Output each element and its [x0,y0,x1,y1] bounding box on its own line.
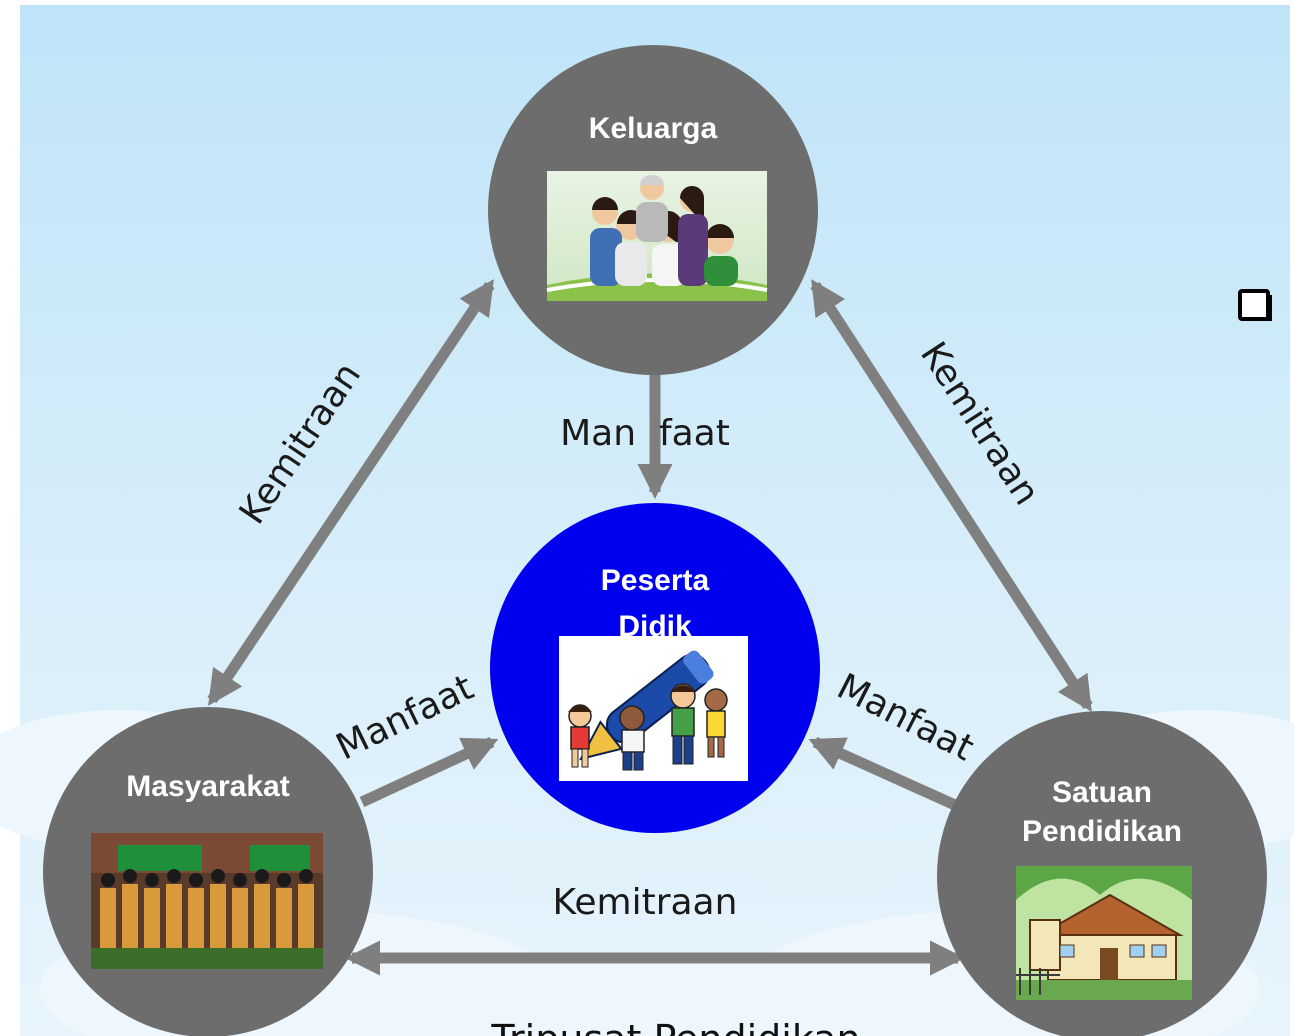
node-masyarakat-label: Masyarakat [126,770,289,803]
diagram-caption: Tripusat Pendidikan [490,1017,860,1036]
node-satuan-pendidikan-label-line2: Pendidikan [1022,815,1182,848]
node-satuan-pendidikan-label-line1: Satuan [1052,776,1152,809]
child-figure-1 [568,704,592,768]
family-photo [546,171,768,301]
arrows [207,279,1093,976]
child-figure-2 [619,705,645,771]
arrow-keluarga-masyarakat [207,279,495,706]
arrow-masyarakat-peserta [359,737,499,807]
child-figure-4 [704,688,728,758]
edge-label-top-manfaat: Man faat [560,413,730,454]
arrow-satuan-peserta [808,736,958,811]
node-satuan-pendidikan: Satuan Pendidikan [937,711,1267,1036]
node-masyarakat: Masyarakat [43,707,373,1036]
arrow-keluarga-satuan [810,279,1093,712]
node-peserta-didik: Peserta Didik [490,503,820,833]
node-keluarga-label: Keluarga [589,112,718,145]
children-illustration [559,636,748,781]
node-peserta-didik-label-line1: Peserta [601,564,710,597]
checkbox-icon [1238,289,1272,321]
node-keluarga: Keluarga [488,45,818,375]
edge-label-bottom-kemitraan: Kemitraan [553,882,738,923]
community-photo [91,833,323,969]
child-figure-3 [670,683,696,765]
school-illustration [1016,866,1192,1000]
